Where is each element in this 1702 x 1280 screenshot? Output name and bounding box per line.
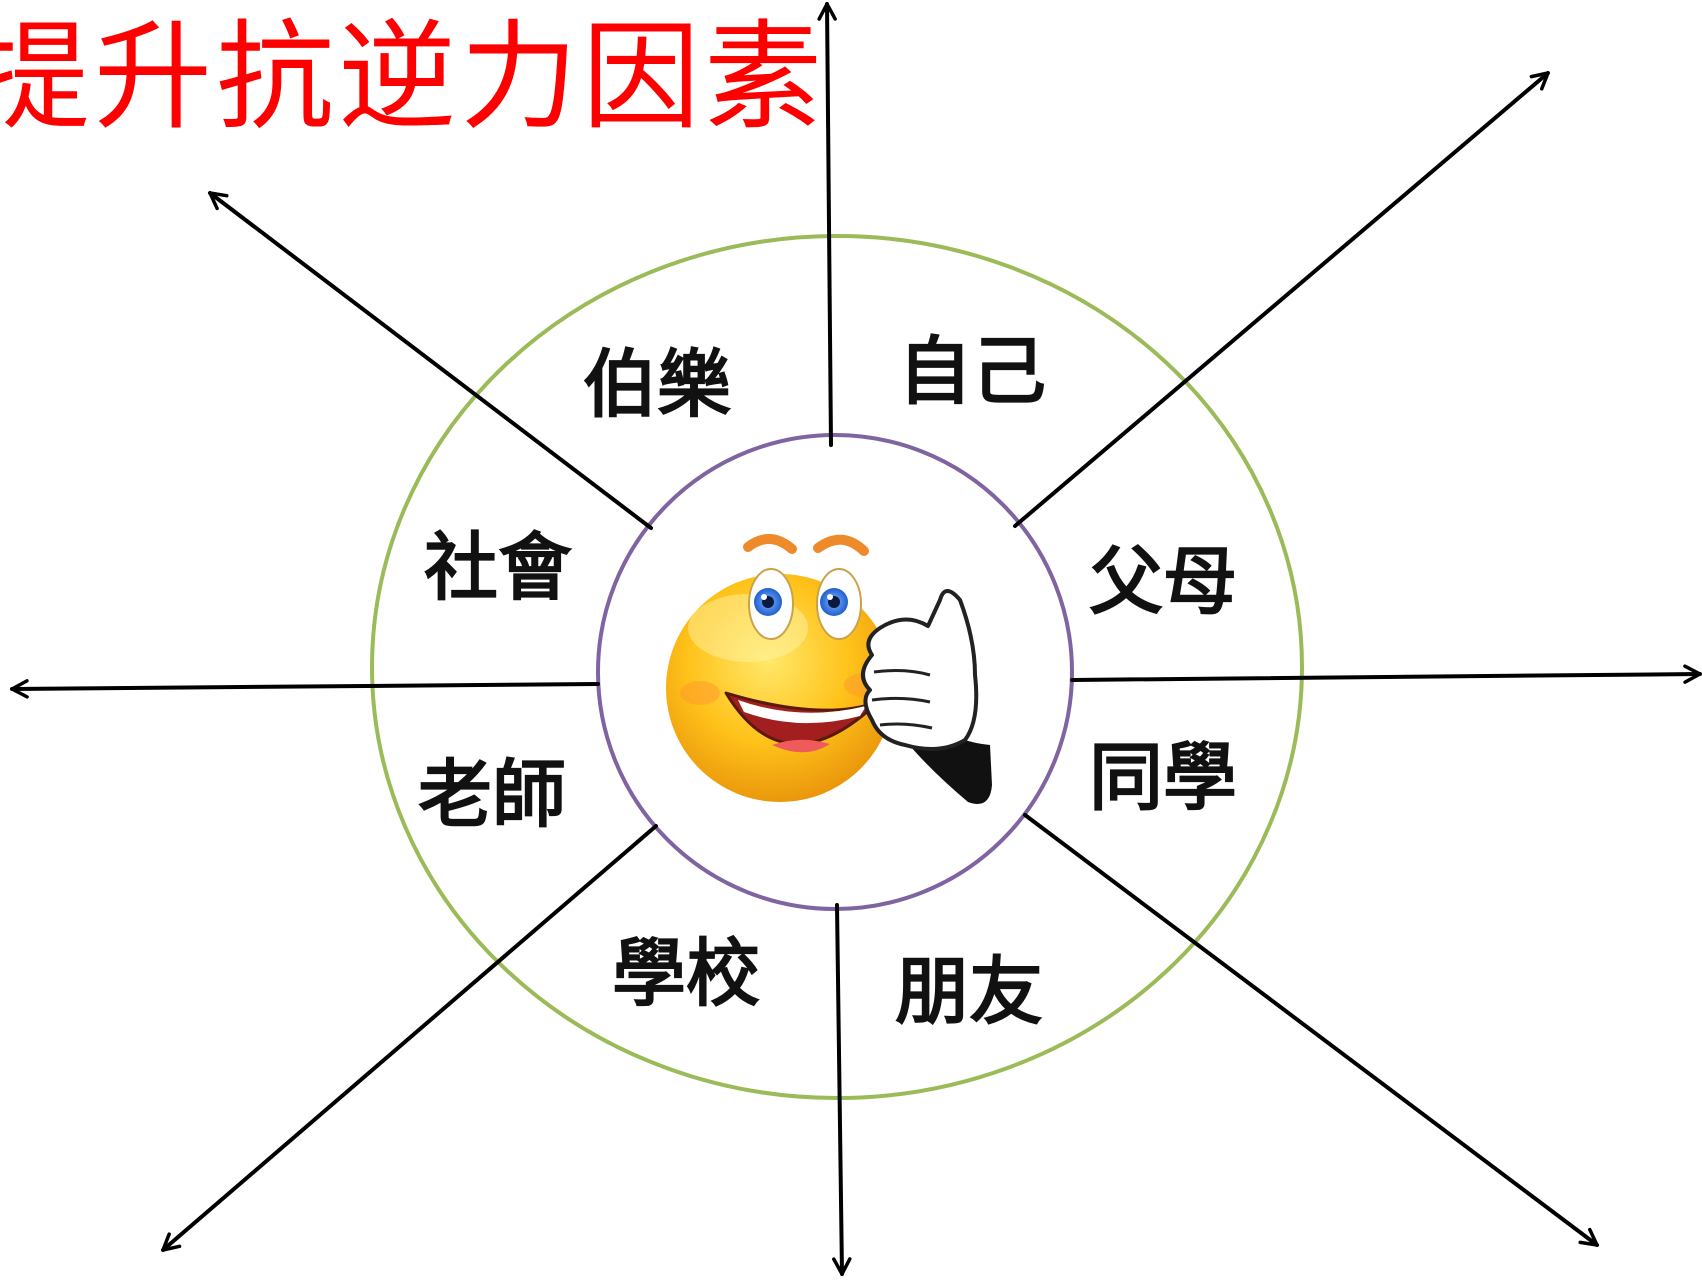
arrow-up <box>817 2 837 447</box>
factor-label-school: 學校 <box>612 931 760 1017</box>
arrow-down <box>832 903 852 1276</box>
arrow-up-right <box>1013 71 1550 528</box>
factor-label-society: 社會 <box>424 525 573 611</box>
arrows <box>10 2 1702 1276</box>
factor-label-friends: 朋友 <box>895 949 1043 1035</box>
factor-label-mentor: 伯樂 <box>583 342 732 428</box>
factor-label-self: 自己 <box>898 329 1046 415</box>
arrow-up-left <box>208 191 653 530</box>
smiley-thumbs-up-icon <box>666 534 992 804</box>
factor-label-teachers: 老師 <box>418 752 566 838</box>
diagram-title: 提升抗逆力因素 <box>0 8 827 146</box>
arrow-right <box>1070 664 1702 684</box>
arrow-down-right <box>1023 813 1599 1247</box>
arrow-down-left <box>161 824 658 1252</box>
arrow-left <box>10 679 600 699</box>
factor-label-classmates: 同學 <box>1089 735 1237 821</box>
factor-label-parents: 父母 <box>1089 539 1237 625</box>
outer-ring <box>370 234 1304 1100</box>
